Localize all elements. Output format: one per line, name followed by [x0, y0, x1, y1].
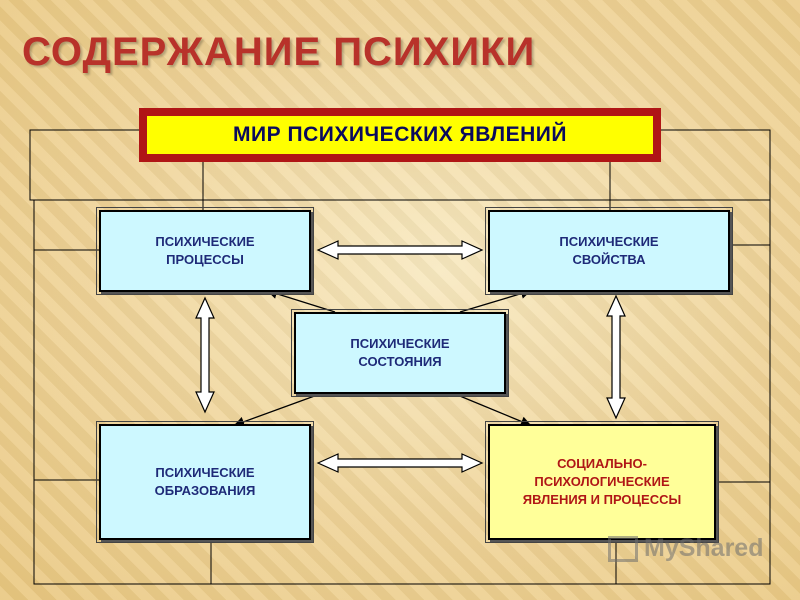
slide-title: СОДЕРЖАНИЕ ПСИХИКИ: [22, 30, 536, 74]
node-social-line1: СОЦИАЛЬНО-: [557, 456, 647, 471]
projector-icon: [608, 536, 638, 563]
node-properties-line2: СВОЙСТВА: [572, 252, 646, 267]
double-arrow-formations-social: [316, 453, 484, 473]
top-node-world: МИР ПСИХИЧЕСКИХ ЯВЛЕНИЙ: [139, 108, 661, 162]
arrow-states-properties: [459, 288, 532, 313]
arrow-states-social: [454, 393, 532, 427]
node-social-line3: ЯВЛЕНИЯ И ПРОЦЕССЫ: [522, 492, 682, 507]
double-arrow-processes-formations: [195, 296, 215, 414]
node-processes: ПСИХИЧЕСКИЕ ПРОЦЕССЫ: [96, 207, 314, 295]
arrow-states-processes: [266, 288, 336, 313]
node-processes-line2: ПРОЦЕССЫ: [166, 252, 244, 267]
node-properties-line1: ПСИХИЧЕСКИЕ: [559, 234, 659, 249]
watermark: MyShared: [608, 534, 763, 563]
node-processes-line1: ПСИХИЧЕСКИЕ: [155, 234, 255, 249]
watermark-text: MyShared: [644, 534, 764, 562]
node-formations: ПСИХИЧЕСКИЕ ОБРАЗОВАНИЯ: [96, 421, 314, 543]
node-formations-line2: ОБРАЗОВАНИЯ: [154, 483, 256, 498]
top-node-label: МИР ПСИХИЧЕСКИХ ЯВЛЕНИЙ: [145, 114, 655, 156]
node-social: СОЦИАЛЬНО- ПСИХОЛОГИЧЕСКИЕ ЯВЛЕНИЯ И ПРО…: [485, 421, 719, 543]
node-properties: ПСИХИЧЕСКИЕ СВОЙСТВА: [485, 207, 733, 295]
frame-lines: [29, 129, 771, 585]
node-states: ПСИХИЧЕСКИЕ СОСТОЯНИЯ: [291, 309, 509, 397]
node-formations-line1: ПСИХИЧЕСКИЕ: [155, 465, 255, 480]
node-states-line2: СОСТОЯНИЯ: [358, 354, 442, 369]
node-social-line2: ПСИХОЛОГИЧЕСКИЕ: [534, 474, 670, 489]
double-arrow-processes-properties: [316, 240, 484, 260]
double-arrow-properties-social: [606, 294, 626, 420]
arrow-states-formations: [233, 393, 321, 427]
node-states-line1: ПСИХИЧЕСКИЕ: [350, 336, 450, 351]
